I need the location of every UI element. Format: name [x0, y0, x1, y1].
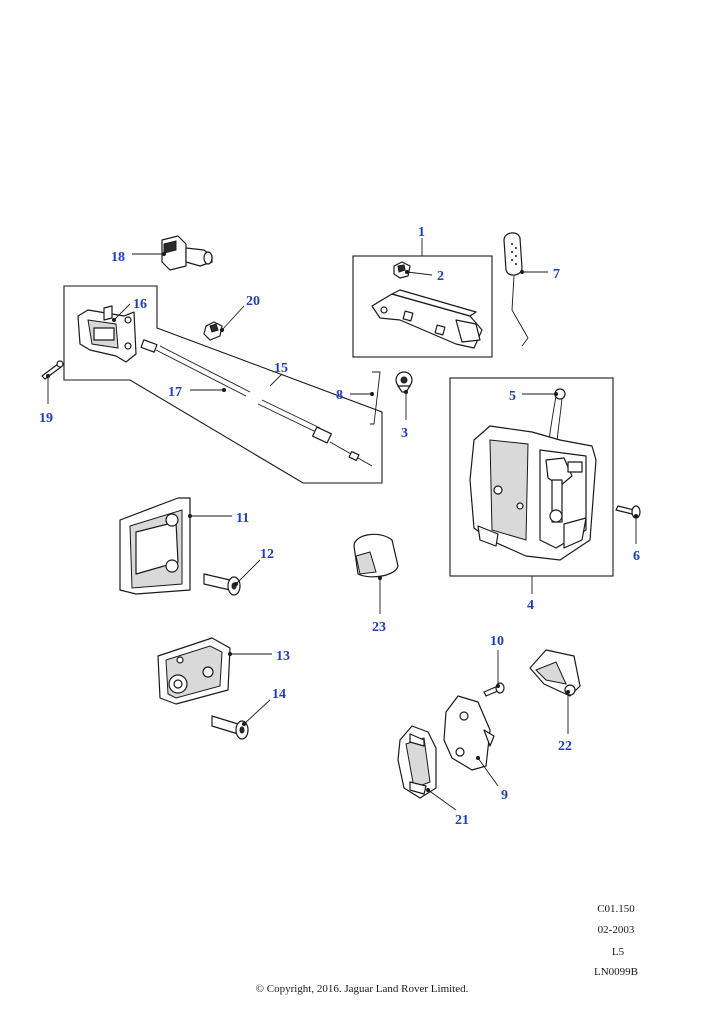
- part-4-latch-assembly: [469, 425, 597, 561]
- part-11-striker-housing: [119, 497, 191, 595]
- level-code: L5: [611, 946, 625, 958]
- part-14-bolt: [211, 715, 249, 740]
- reference-code: C01.150: [597, 903, 635, 915]
- callout-2: 2: [437, 269, 444, 284]
- callout-5: 5: [509, 389, 516, 404]
- callout-20: 20: [246, 294, 260, 309]
- part-23-cover-cap: [353, 533, 399, 578]
- part-10-screw: [483, 682, 505, 697]
- copyright-notice: © Copyright, 2016. Jaguar Land Rover Lim…: [255, 983, 469, 995]
- part-3-grommet: [395, 371, 413, 393]
- callout-14: 14: [272, 687, 286, 702]
- part-21-plate: [397, 725, 437, 799]
- callout-6: 6: [633, 549, 640, 564]
- callout-17: 17: [168, 385, 182, 400]
- callout-9: 9: [501, 788, 508, 803]
- callouts: 1 2 3 4 5 6 7 8 9 10 11 12 13 14 15 16 1…: [39, 225, 640, 828]
- part-9-plate: [443, 695, 495, 771]
- part-17-cable: [140, 339, 373, 467]
- part-8-rod: [370, 371, 381, 425]
- part-20-clip: [203, 321, 223, 341]
- callout-21: 21: [455, 813, 469, 828]
- callout-12: 12: [260, 547, 274, 562]
- part-1-exterior-handle: [371, 289, 483, 349]
- callout-7: 7: [553, 267, 560, 282]
- callout-15: 15: [274, 361, 288, 376]
- leader-dots: [46, 252, 638, 792]
- part-12-bolt: [203, 573, 241, 596]
- callout-10: 10: [490, 634, 504, 649]
- leader-lines: [47, 238, 637, 811]
- part-7-release-rod: [503, 232, 529, 347]
- part-2-clip: [393, 261, 411, 279]
- illustration-code: LN0099B: [594, 966, 638, 978]
- callout-1: 1: [418, 225, 425, 240]
- part-18-actuator: [161, 235, 213, 271]
- callout-19: 19: [39, 411, 53, 426]
- callout-23: 23: [372, 620, 386, 635]
- callout-3: 3: [401, 426, 408, 441]
- callout-13: 13: [276, 649, 290, 664]
- frame-assembly-4: [449, 377, 614, 577]
- frame-assembly-1: [352, 255, 493, 358]
- frame-assembly-15: [63, 285, 383, 484]
- part-19-pin: [41, 360, 64, 380]
- part-16-handle-bracket: [77, 305, 137, 363]
- callout-8: 8: [336, 388, 343, 403]
- callout-22: 22: [558, 739, 572, 754]
- part-13-striker-plate: [157, 637, 231, 705]
- revision-date: 02-2003: [597, 924, 635, 936]
- callout-11: 11: [236, 511, 249, 526]
- callout-16: 16: [133, 297, 147, 312]
- callout-4: 4: [527, 598, 534, 613]
- callout-18: 18: [111, 250, 125, 265]
- part-22-bracket: [529, 649, 581, 697]
